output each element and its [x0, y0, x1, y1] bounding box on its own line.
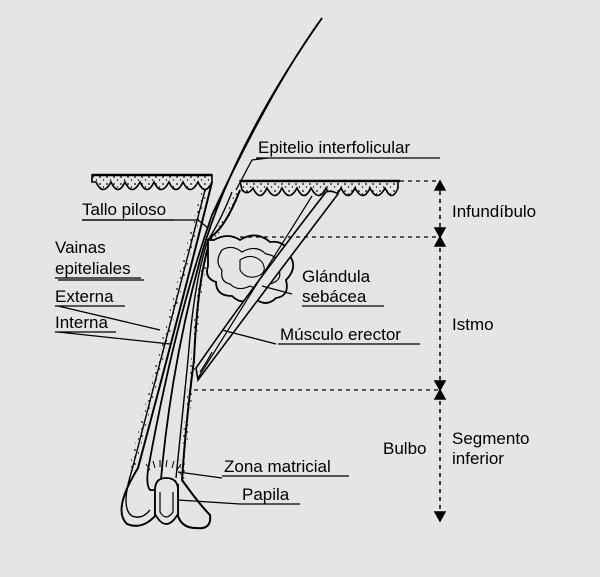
epidermis-left	[91, 174, 213, 191]
label-sebacea: sebácea	[302, 287, 367, 306]
label-vainas: Vainas	[55, 238, 106, 257]
label-interna: Interna	[55, 313, 108, 332]
label-zona-matricial: Zona matricial	[224, 457, 331, 476]
label-papila: Papila	[242, 485, 290, 504]
label-musculo-erector: Músculo erector	[280, 325, 401, 344]
epidermis-right	[239, 180, 399, 197]
label-epiteliales: epiteliales	[55, 259, 131, 278]
segment-scale	[433, 179, 447, 523]
label-externa: Externa	[55, 287, 114, 306]
label-istmo: Istmo	[452, 315, 494, 334]
level-lines	[194, 180, 440, 391]
label-glandula: Glándula	[302, 267, 371, 286]
sebaceous-gland	[206, 234, 295, 304]
matrix-zone-lines	[145, 459, 182, 471]
label-epitelio: Epitelio interfolicular	[258, 138, 410, 157]
label-inferior: inferior	[452, 449, 504, 468]
label-bulbo: Bulbo	[383, 439, 426, 458]
label-segmento: Segmento	[452, 429, 530, 448]
label-infundibulo: Infundíbulo	[452, 202, 536, 221]
hair-shaft	[146, 17, 323, 491]
label-tallo-piloso: Tallo piloso	[82, 200, 166, 219]
